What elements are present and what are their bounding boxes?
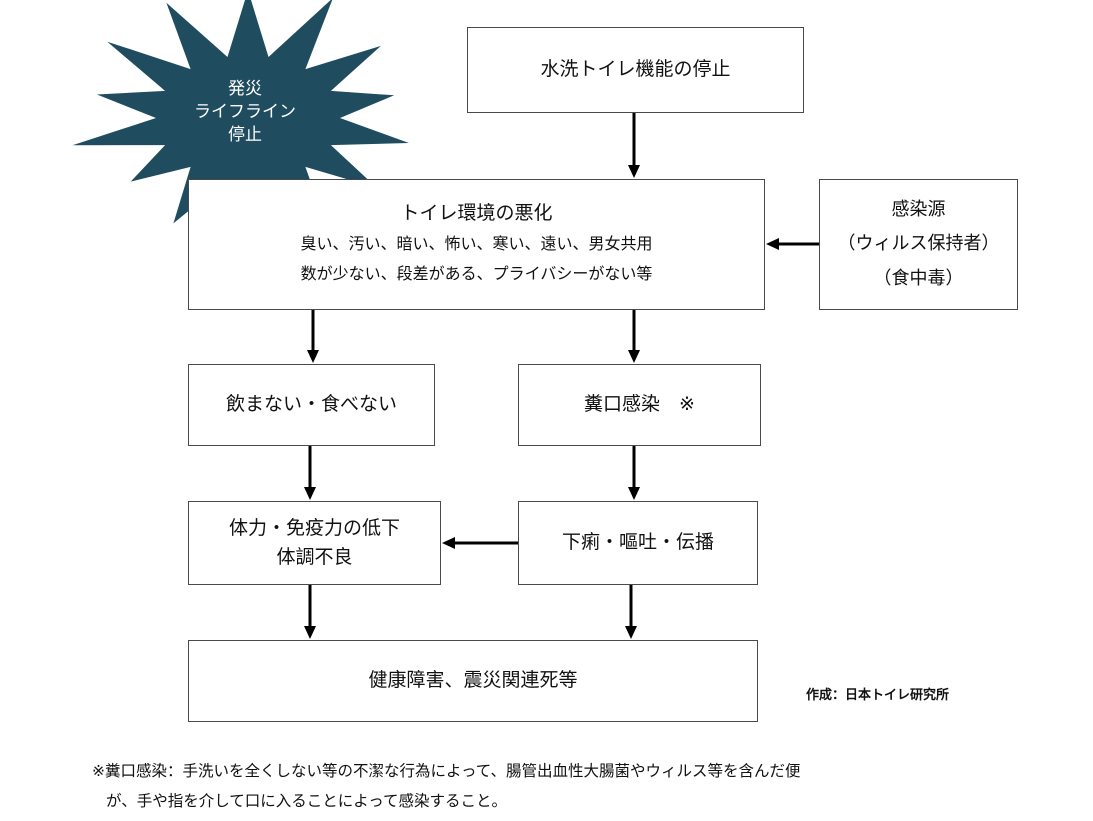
disaster-label-line: ライフライン — [194, 101, 296, 122]
node-infection-source-line: （ウィルス保持者） — [837, 233, 1000, 255]
footnote-line: が、手や指を介して口に入ることによって感染すること。 — [106, 792, 507, 811]
node-weakness-line: 体調不良 — [276, 546, 353, 568]
disaster-label-line: 停止 — [228, 124, 262, 145]
node-flush-stop-label: 水洗トイレ機能の停止 — [540, 58, 731, 81]
arrow-weakness-to-health — [304, 585, 316, 639]
node-health-damage: 健康障害、震災関連死等 — [188, 640, 758, 722]
node-no-eat-drink: 飲まない・食べない — [188, 364, 435, 446]
arrow-flush-to-environment — [628, 113, 640, 178]
node-health-damage-label: 健康障害、震災関連死等 — [368, 669, 578, 692]
node-fecal-oral-label: 糞口感染 ※ — [584, 393, 695, 416]
node-weakness: 体力・免疫力の低下 体調不良 — [188, 501, 441, 585]
node-infection-source-line: 感染源 — [891, 199, 946, 221]
node-toilet-environment-line: 数が少ない、段差がある、プライバシーがない等 — [300, 264, 653, 284]
node-toilet-environment: トイレ環境の悪化 臭い、汚い、暗い、怖い、寒い、遠い、男女共用 数が少ない、段差… — [188, 179, 765, 310]
node-no-eat-drink-label: 飲まない・食べない — [225, 393, 397, 416]
arrow-environment-to-no-eat — [307, 310, 319, 363]
arrow-fecal-oral-to-diarrhea — [628, 446, 640, 500]
node-diarrhea: 下痢・嘔吐・伝播 — [518, 501, 758, 585]
node-toilet-environment-line: 臭い、汚い、暗い、怖い、寒い、遠い、男女共用 — [300, 233, 653, 253]
disaster-label: 発災 ライフライン 停止 — [180, 78, 310, 147]
arrow-diarrhea-to-health — [625, 585, 637, 639]
node-infection-source: 感染源 （ウィルス保持者） （食中毒） — [819, 179, 1018, 310]
node-toilet-environment-title: トイレ環境の悪化 — [400, 202, 553, 225]
node-infection-source-line: （食中毒） — [873, 267, 964, 289]
arrow-diarrhea-to-weakness — [442, 537, 518, 549]
footnote-line: ※糞口感染：手洗いを全くしない等の不潔な行為によって、腸管出血性大腸菌やウィルス… — [92, 762, 801, 780]
node-diarrhea-label: 下痢・嘔吐・伝播 — [561, 531, 714, 554]
credit-label: 作成：日本トイレ研究所 — [806, 688, 950, 703]
footnote: ※糞口感染：手洗いを全くしない等の不潔な行為によって、腸管出血性大腸菌やウィルス… — [92, 756, 800, 816]
node-flush-stop: 水洗トイレ機能の停止 — [467, 27, 804, 113]
disaster-label-line: 発災 — [228, 79, 262, 99]
node-fecal-oral: 糞口感染 ※ — [518, 364, 761, 446]
arrow-source-to-environment — [766, 238, 819, 250]
arrow-no-eat-to-weakness — [304, 446, 316, 500]
starburst-shape — [72, 0, 409, 232]
arrow-environment-to-fecal-oral — [628, 310, 640, 363]
node-weakness-line: 体力・免疫力の低下 — [228, 516, 400, 539]
